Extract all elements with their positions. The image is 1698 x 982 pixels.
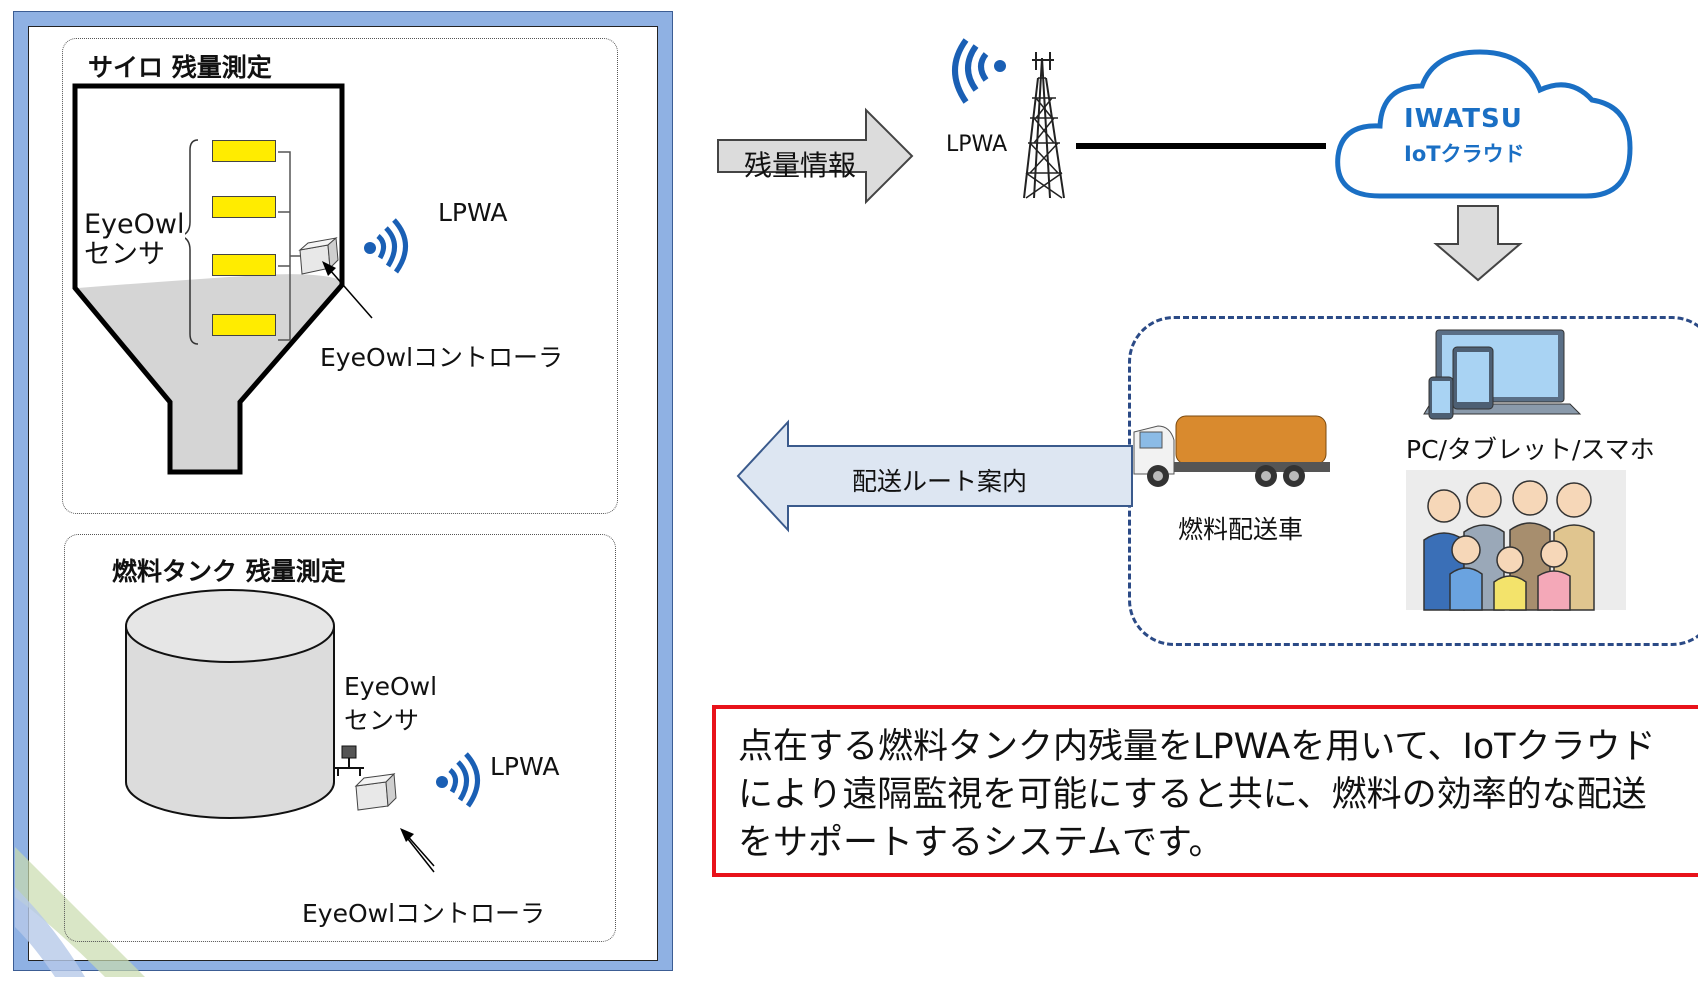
tank-controller-label: EyeOwlコントローラ <box>302 899 546 928</box>
fuel-tank-illustration <box>125 589 435 867</box>
silo-sensor-bar <box>212 196 276 218</box>
tank-title: 燃料タンク 残量測定 <box>112 557 346 586</box>
cloud-label: IoTクラウド <box>1404 142 1525 166</box>
radio-tower-icon <box>1023 52 1065 199</box>
devices-label: PC/タブレット/スマホ <box>1406 435 1655 464</box>
silo-sensor-bar <box>212 140 276 162</box>
cloud-brand: IWATSU <box>1404 104 1523 134</box>
summary-text: 点在する燃料タンク内残量をLPWAを用いて、IoTクラウドにより遠隔監視を可能に… <box>738 727 1656 863</box>
decorative-swoosh <box>15 847 145 977</box>
tank-lpwa-label: LPWA <box>490 752 560 781</box>
cloud-icon <box>1335 49 1633 199</box>
truck-icon <box>1133 415 1330 487</box>
silo-lpwa-label: LPWA <box>438 198 508 227</box>
silo-title: サイロ 残量測定 <box>88 53 272 82</box>
tank-controller-box <box>354 772 397 811</box>
wireless-signal-icon <box>364 218 408 274</box>
wireless-signal-icon <box>952 38 1006 104</box>
silo-sensor-bar <box>212 254 276 276</box>
arrow-down-icon <box>1433 205 1523 282</box>
network-link-line <box>1076 143 1326 149</box>
data-arrow-label: 残量情報 <box>744 149 857 182</box>
silo-controller-label: EyeOwlコントローラ <box>320 343 564 372</box>
tablet-icon <box>1452 346 1494 410</box>
silo-illustration <box>72 83 373 475</box>
tower-lpwa-label: LPWA <box>946 132 1008 157</box>
pointer-arrow-icon <box>400 828 435 873</box>
truck-label: 燃料配送車 <box>1178 515 1304 544</box>
silo-sensor-label: EyeOwl センサ <box>84 209 185 270</box>
smartphone-icon <box>1428 376 1454 420</box>
silo-sensor-bar <box>212 314 276 336</box>
people-illustration <box>1406 470 1626 611</box>
sensor-connector-icon <box>334 745 364 776</box>
route-arrow-label: 配送ルート案内 <box>852 467 1028 496</box>
silo-controller-box <box>298 236 339 275</box>
wireless-signal-icon <box>436 752 480 808</box>
arrow-left-icon <box>736 419 1133 533</box>
silo-section <box>62 38 618 514</box>
summary-note: 点在する燃料タンク内残量をLPWAを用いて、IoTクラウドにより遠隔監視を可能に… <box>712 705 1698 877</box>
tank-section <box>64 534 616 942</box>
tank-sensor-label: EyeOwl センサ <box>344 672 438 735</box>
arrow-right-icon <box>717 107 914 205</box>
